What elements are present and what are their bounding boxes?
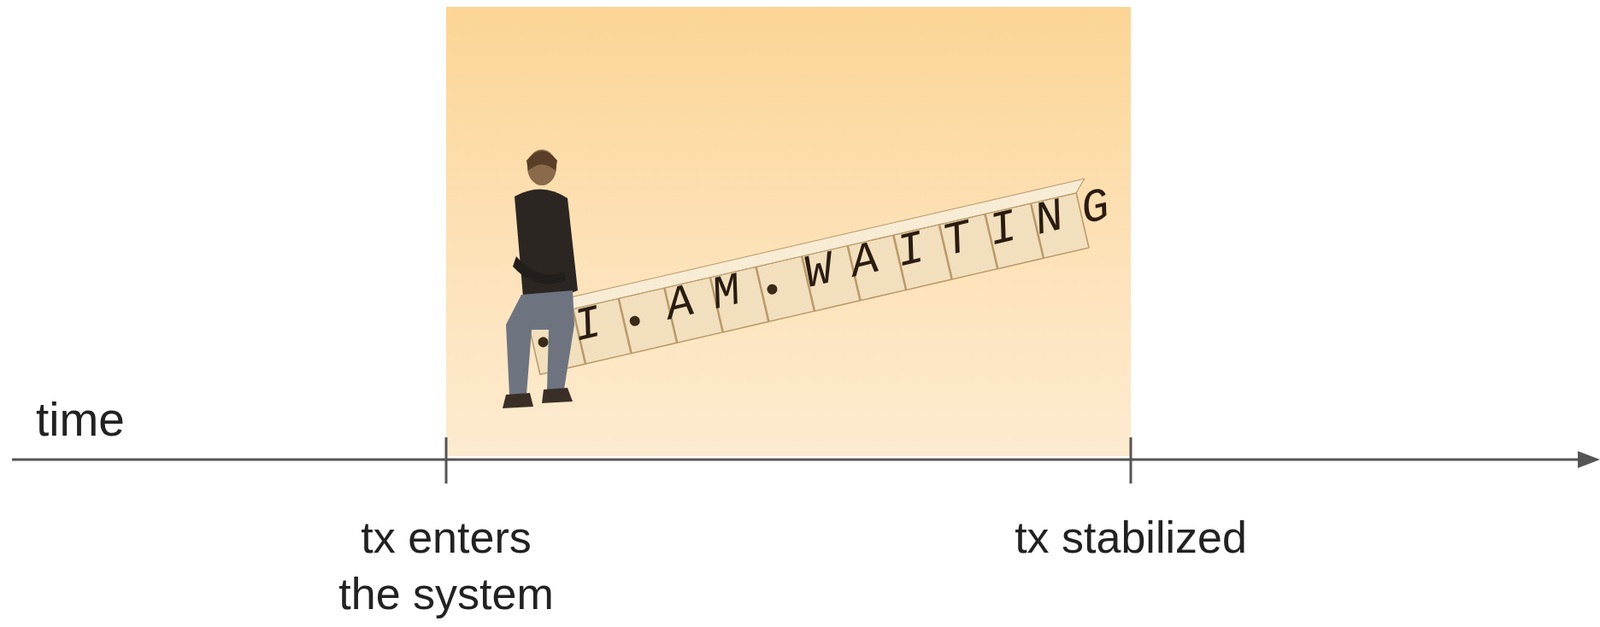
axis-arrowhead [1577, 451, 1600, 469]
axis-label: time [35, 391, 207, 448]
tick-label: tx enters the system [326, 509, 566, 623]
waiting-woman [502, 149, 578, 409]
tick-label: tx stabilized [1011, 509, 1251, 566]
time-axis [11, 437, 1582, 484]
